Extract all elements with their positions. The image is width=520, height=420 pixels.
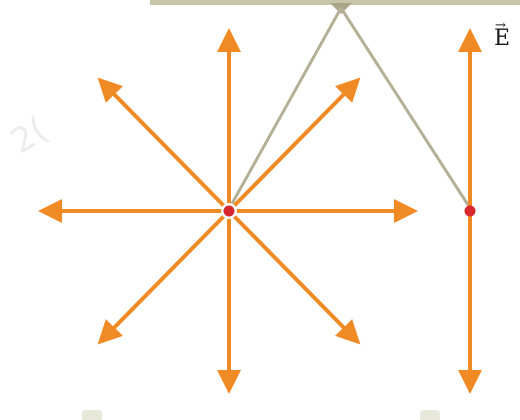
vector-arrow-icon: → — [495, 18, 506, 33]
field-label-text: E — [494, 26, 511, 51]
field-label-E: → E — [494, 19, 511, 51]
field-arrow-up-left — [97, 77, 231, 213]
field-arrow-down-right — [227, 209, 361, 345]
bottom-tab-right — [420, 410, 440, 420]
field-arrow-down-left — [97, 209, 231, 345]
ceiling-support — [150, 0, 520, 5]
bottom-tab-left — [82, 410, 102, 420]
charge-left-core — [223, 205, 235, 217]
field-arrow-up-right — [227, 77, 361, 213]
charge-right — [464, 205, 476, 217]
string-left — [227, 7, 343, 210]
radial-field-lines — [38, 28, 418, 394]
string-right — [339, 7, 472, 209]
